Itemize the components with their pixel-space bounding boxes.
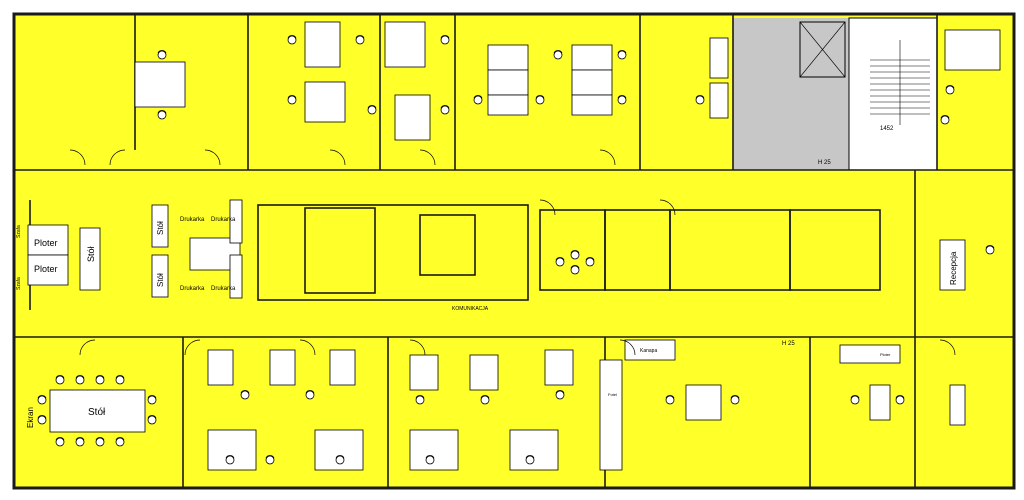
room-labels: Ploter Ploter Stół Stół Stół Drukarka Dr… xyxy=(16,126,958,428)
stair-core xyxy=(848,17,938,171)
label-ekran: Ekran xyxy=(26,407,35,428)
label-ploter-left: Ploter xyxy=(34,238,58,248)
label-recepcja: Recepcja xyxy=(949,251,958,285)
doors xyxy=(69,149,956,356)
label-drukarka4: Drukarka xyxy=(211,286,236,292)
outer-walls xyxy=(12,12,1016,490)
label-stair: 1452 xyxy=(880,126,894,132)
stair-steps xyxy=(870,40,930,125)
label-komunikacja: KOMUNIKACJA xyxy=(452,306,489,312)
label-drukarka2: Drukarka xyxy=(180,286,205,292)
label-drukarka3: Drukarka xyxy=(211,217,236,223)
label-fotel: Fotel xyxy=(608,392,617,397)
furniture xyxy=(27,21,1001,471)
label-ploter-small: Ploter xyxy=(880,352,891,357)
label-szafa1: Szafa xyxy=(16,225,22,238)
label-stol-mid2: Stół xyxy=(156,273,165,287)
label-szafa2: Szafa xyxy=(16,277,22,290)
label-stol-big: Stół xyxy=(88,407,106,418)
label-kanapa: Kanapa xyxy=(640,348,657,354)
core-shaft xyxy=(733,18,849,170)
label-h25b: H 25 xyxy=(782,341,795,347)
label-drukarka1: Drukarka xyxy=(180,217,205,223)
label-stol-mid1: Stół xyxy=(156,221,165,235)
elevator xyxy=(799,21,846,78)
label-h25a: H 25 xyxy=(818,160,831,166)
label-stol-left1: Stół xyxy=(86,246,96,262)
label-ploter-right: Ploter xyxy=(34,264,58,274)
